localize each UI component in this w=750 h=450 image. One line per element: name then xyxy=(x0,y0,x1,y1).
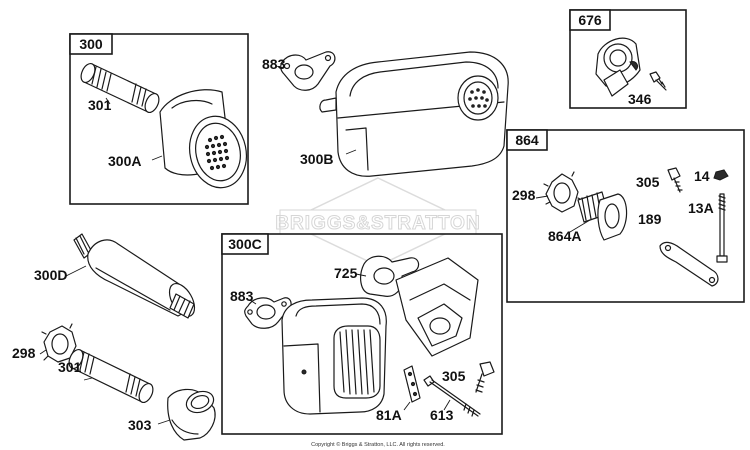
box-864-frame xyxy=(506,129,745,303)
part-301-pipe xyxy=(80,62,160,114)
watermark-text: BRIGGS&STRATTON xyxy=(275,213,480,234)
box-864-title: 864 xyxy=(515,132,539,148)
part-725-shield xyxy=(360,255,479,357)
box-300c-title: 300C xyxy=(228,236,261,252)
part-14-nut xyxy=(713,169,729,181)
box-300-title: 300 xyxy=(79,36,103,52)
box-300c: 300C 725 883 xyxy=(221,233,503,435)
label-346: 346 xyxy=(628,91,652,107)
label-81a: 81A xyxy=(376,407,402,423)
box-300-frame xyxy=(69,33,249,205)
part-189-bracket xyxy=(659,241,719,287)
part-13a-bolt xyxy=(716,193,728,263)
part-300c-muffler xyxy=(281,297,387,415)
part-300a-muffler xyxy=(159,89,247,189)
label-300d: 300D xyxy=(34,267,67,283)
label-13a: 13A xyxy=(688,200,714,216)
label-305-bottom: 305 xyxy=(442,368,466,384)
box-300: 300 301 300A xyxy=(69,33,249,205)
label-305-top: 305 xyxy=(636,174,660,190)
label-613: 613 xyxy=(430,407,454,423)
label-300a: 300A xyxy=(108,153,141,169)
box-676-title: 676 xyxy=(578,12,602,28)
label-298-bottom: 298 xyxy=(12,345,36,361)
part-864a-adapter xyxy=(577,191,628,241)
part-303-elbow: 303 xyxy=(128,388,216,441)
part-305-screw-bottom xyxy=(475,361,495,393)
part-298-locknut-top xyxy=(543,171,583,213)
watermark: BRIGGS&STRATTON xyxy=(275,177,480,267)
part-346-screw xyxy=(649,71,667,91)
part-300d-muffler: 300D xyxy=(34,233,196,319)
label-14: 14 xyxy=(694,168,710,184)
label-303: 303 xyxy=(128,417,152,433)
label-725: 725 xyxy=(334,265,358,281)
copyright-text: Copyright © Briggs & Stratton, LLC. All … xyxy=(311,441,445,448)
label-883-top: 883 xyxy=(262,56,286,72)
part-81a-strap xyxy=(403,365,421,403)
part-298-locknut-bottom: 298 xyxy=(12,323,81,363)
label-301-top: 301 xyxy=(88,97,112,113)
part-300b-muffler: 300B xyxy=(300,51,509,177)
box-676-frame xyxy=(569,9,687,109)
part-613-bolt xyxy=(423,375,481,417)
part-305-screw-top xyxy=(667,167,683,193)
part-301-pipe-bottom: 301 xyxy=(58,348,154,404)
label-301-bottom: 301 xyxy=(58,359,82,375)
box-864: 864 298 864A 305 14 xyxy=(506,129,745,303)
box-676: 676 346 xyxy=(569,9,687,109)
part-883-gasket-top: 883 xyxy=(262,51,336,91)
box-300c-frame xyxy=(221,233,503,435)
label-883-bottom: 883 xyxy=(230,288,254,304)
label-300b: 300B xyxy=(300,151,333,167)
label-864a: 864A xyxy=(548,228,581,244)
label-298-top: 298 xyxy=(512,187,536,203)
label-189: 189 xyxy=(638,211,662,227)
part-676-deflector xyxy=(595,37,641,97)
